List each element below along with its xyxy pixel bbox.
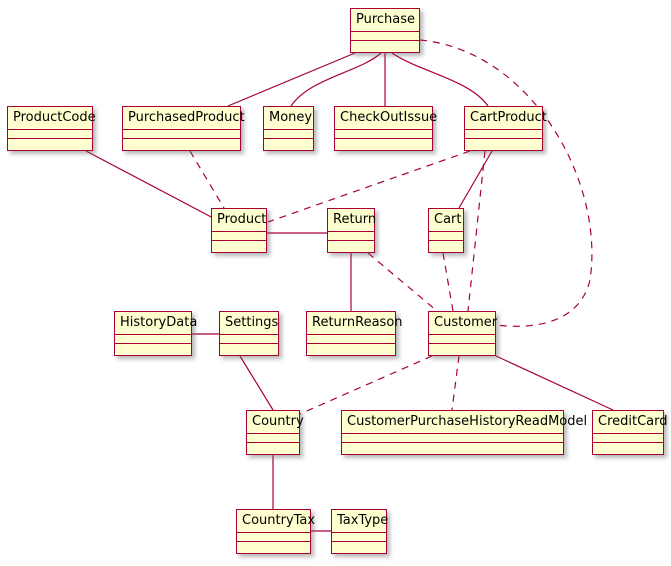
class-attributes-compartment [335, 130, 432, 139]
class-box-historydata[interactable]: HistoryData [114, 311, 197, 356]
class-operations-compartment [429, 241, 463, 249]
class-box-checkoutissue[interactable]: CheckOutIssue [334, 106, 437, 151]
class-name-label: CheckOutIssue [335, 107, 437, 130]
class-operations-compartment [220, 344, 278, 352]
edge-settings-to-country [239, 355, 274, 411]
class-attributes-compartment [429, 335, 495, 344]
class-box-productcode[interactable]: ProductCode [7, 106, 96, 151]
class-name-label: HistoryData [115, 312, 197, 335]
class-box-purchasedproduct[interactable]: PurchasedProduct [122, 106, 245, 151]
class-box-return[interactable]: Return [327, 208, 376, 253]
class-operations-compartment [328, 241, 374, 249]
class-attributes-compartment [342, 434, 563, 443]
edge-purchase-to-money [290, 52, 382, 107]
class-operations-compartment [115, 344, 191, 352]
class-box-creditcard[interactable]: CreditCard [592, 410, 668, 455]
edge-cartproduct-to-customer [467, 150, 486, 312]
class-box-cart[interactable]: Cart [428, 208, 464, 253]
class-box-cartproduct[interactable]: CartProduct [464, 106, 547, 151]
class-box-returnreason[interactable]: ReturnReason [306, 311, 403, 356]
class-name-label: ReturnReason [307, 312, 403, 335]
class-operations-compartment [465, 139, 542, 147]
class-box-countrytax[interactable]: CountryTax [236, 509, 315, 554]
class-attributes-compartment [220, 335, 278, 344]
class-attributes-compartment [332, 533, 386, 542]
class-operations-compartment [593, 443, 663, 451]
class-attributes-compartment [247, 434, 299, 443]
class-attributes-compartment [351, 32, 419, 41]
class-name-label: Return [328, 209, 376, 232]
class-name-label: Cart [429, 209, 463, 232]
class-box-money[interactable]: Money [263, 106, 314, 151]
class-box-customerpurchasehistoryreadmodel[interactable]: CustomerPurchaseHistoryReadModel [341, 410, 587, 455]
class-name-label: Money [264, 107, 313, 130]
class-attributes-compartment [465, 130, 542, 139]
class-operations-compartment [307, 344, 395, 352]
edge-cartproduct-to-cart [458, 150, 493, 209]
class-attributes-compartment [8, 130, 92, 139]
edge-return-to-customer [367, 252, 438, 312]
edge-purchase-to-cartproduct [391, 52, 489, 107]
class-name-label: Customer [429, 312, 497, 335]
class-attributes-compartment [429, 232, 463, 241]
edge-customer-to-country [299, 355, 433, 415]
class-name-label: CreditCard [593, 411, 668, 434]
class-operations-compartment [429, 344, 495, 352]
edge-purchase-to-purchasedproduct [227, 52, 356, 107]
class-operations-compartment [342, 443, 563, 451]
edge-purchase-to-customer [419, 39, 593, 327]
edge-cartproduct-to-product [267, 150, 471, 223]
class-name-label: CartProduct [465, 107, 547, 130]
edge-customer-to-creditcard [495, 355, 614, 411]
edge-cart-to-customer [442, 252, 454, 312]
class-attributes-compartment [328, 232, 374, 241]
class-operations-compartment [123, 139, 240, 147]
class-name-label: Product [212, 209, 266, 232]
edge-customer-to-customerpurchasehistoryreadmodel [451, 355, 460, 411]
class-box-customer[interactable]: Customer [428, 311, 497, 356]
class-box-product[interactable]: Product [211, 208, 267, 253]
class-box-country[interactable]: Country [246, 410, 304, 455]
class-name-label: Purchase [351, 9, 419, 32]
class-attributes-compartment [212, 232, 266, 241]
class-operations-compartment [335, 139, 432, 147]
class-attributes-compartment [123, 130, 240, 139]
edge-productcode-to-product [85, 150, 216, 220]
class-name-label: CountryTax [237, 510, 315, 533]
class-name-label: Settings [220, 312, 278, 335]
class-operations-compartment [247, 443, 299, 451]
class-operations-compartment [332, 542, 386, 550]
class-name-label: ProductCode [8, 107, 96, 130]
class-name-label: Country [247, 411, 304, 434]
edge-purchasedproduct-to-product [189, 150, 225, 209]
class-operations-compartment [237, 542, 310, 550]
class-operations-compartment [351, 41, 419, 49]
class-name-label: TaxType [332, 510, 388, 533]
class-attributes-compartment [237, 533, 310, 542]
class-attributes-compartment [264, 130, 313, 139]
class-box-purchase[interactable]: Purchase [350, 8, 420, 53]
class-operations-compartment [264, 139, 313, 147]
class-box-settings[interactable]: Settings [219, 311, 279, 356]
class-operations-compartment [8, 139, 92, 147]
class-operations-compartment [212, 241, 266, 249]
class-name-label: PurchasedProduct [123, 107, 245, 130]
class-attributes-compartment [307, 335, 395, 344]
class-box-taxtype[interactable]: TaxType [331, 509, 388, 554]
class-attributes-compartment [115, 335, 191, 344]
class-name-label: CustomerPurchaseHistoryReadModel [342, 411, 587, 434]
class-attributes-compartment [593, 434, 663, 443]
